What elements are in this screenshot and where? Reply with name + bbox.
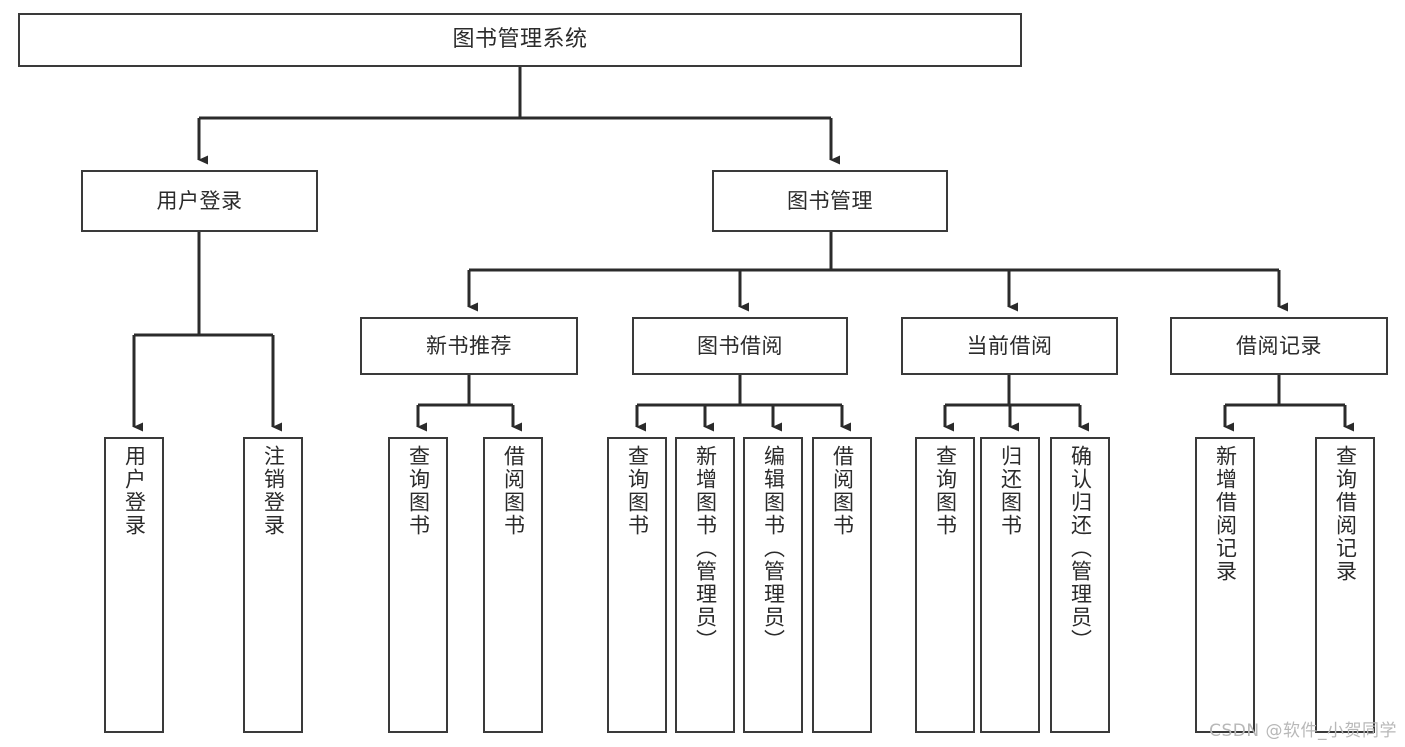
node-root-library-management-system[interactable]: 图书管理系统 bbox=[18, 13, 1022, 67]
node-user-login[interactable]: 用户登录 bbox=[81, 170, 318, 232]
node-label: 借阅记录 bbox=[1236, 333, 1322, 358]
node-leaf-current-query-book[interactable]: 查询图书 bbox=[915, 437, 975, 733]
node-label: 图书管理 bbox=[787, 188, 873, 213]
node-leaf-recommend-borrow-book[interactable]: 借阅图书 bbox=[483, 437, 543, 733]
node-leaf-current-confirm-return-admin[interactable]: 确认归还（管理员） bbox=[1050, 437, 1110, 733]
node-leaf-record-query-borrow-record[interactable]: 查询借阅记录 bbox=[1315, 437, 1375, 733]
node-borrow-records[interactable]: 借阅记录 bbox=[1170, 317, 1388, 375]
watermark-text: CSDN @软件_小贺同学 bbox=[1209, 721, 1397, 741]
node-leaf-borrow-add-book-admin[interactable]: 新增图书（管理员） bbox=[675, 437, 735, 733]
node-current-borrowing[interactable]: 当前借阅 bbox=[901, 317, 1118, 375]
node-label: 用户登录 bbox=[156, 188, 243, 213]
node-label: 用户登录 bbox=[122, 445, 147, 537]
node-leaf-record-add-borrow-record[interactable]: 新增借阅记录 bbox=[1195, 437, 1255, 733]
node-leaf-user-login[interactable]: 用户登录 bbox=[104, 437, 164, 733]
node-leaf-borrow-edit-book-admin[interactable]: 编辑图书（管理员） bbox=[743, 437, 803, 733]
node-label: 查询借阅记录 bbox=[1333, 445, 1358, 583]
node-leaf-current-return-book[interactable]: 归还图书 bbox=[980, 437, 1040, 733]
node-label: 借阅图书 bbox=[501, 445, 526, 537]
node-label: 查询图书 bbox=[933, 445, 958, 537]
node-label: 当前借阅 bbox=[966, 333, 1053, 358]
node-label: 新增借阅记录 bbox=[1213, 445, 1238, 583]
node-label: 新增图书（管理员） bbox=[693, 445, 718, 652]
node-label: 图书管理系统 bbox=[452, 27, 588, 53]
node-book-borrowing[interactable]: 图书借阅 bbox=[632, 317, 848, 375]
node-label: 归还图书 bbox=[998, 445, 1023, 537]
node-label: 新书推荐 bbox=[426, 333, 512, 358]
node-label: 编辑图书（管理员） bbox=[761, 445, 786, 652]
node-book-management[interactable]: 图书管理 bbox=[712, 170, 948, 232]
node-new-book-recommendation[interactable]: 新书推荐 bbox=[360, 317, 578, 375]
node-label: 查询图书 bbox=[625, 445, 650, 537]
node-leaf-logout[interactable]: 注销登录 bbox=[243, 437, 303, 733]
node-label: 确认归还（管理员） bbox=[1068, 445, 1093, 652]
node-label: 借阅图书 bbox=[830, 445, 855, 537]
node-leaf-recommend-query-book[interactable]: 查询图书 bbox=[388, 437, 448, 733]
node-leaf-borrow-borrow-book[interactable]: 借阅图书 bbox=[812, 437, 872, 733]
node-label: 注销登录 bbox=[261, 445, 286, 537]
node-label: 查询图书 bbox=[406, 445, 431, 537]
node-leaf-borrow-query-book[interactable]: 查询图书 bbox=[607, 437, 667, 733]
node-label: 图书借阅 bbox=[697, 333, 783, 358]
